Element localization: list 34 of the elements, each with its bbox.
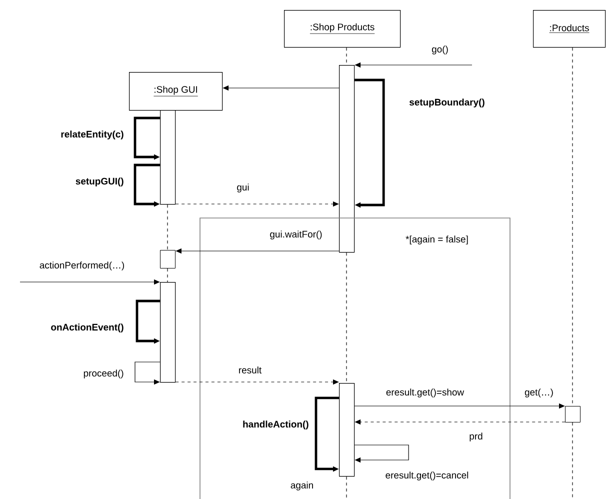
edge-label: handleAction() xyxy=(243,420,308,430)
edge-label: setupBoundary() xyxy=(409,98,484,108)
lifeline xyxy=(572,47,573,406)
activation-bar xyxy=(160,110,176,205)
lifeline xyxy=(572,422,573,499)
guard-label: again xyxy=(290,482,313,490)
edge-label: onActionEvent() xyxy=(51,324,124,332)
edge-label: gui xyxy=(237,184,249,192)
guard-label: eresult.get()=show xyxy=(386,388,464,398)
lifeline xyxy=(167,268,168,282)
edge-label: proceed() xyxy=(84,370,124,378)
edge-label: result xyxy=(239,366,262,374)
lifeline xyxy=(346,476,347,499)
edge-label: actionPerformed(…) xyxy=(40,262,124,270)
activation-box xyxy=(160,250,176,268)
edge-label: get(…) xyxy=(524,388,553,398)
object-box: :Products xyxy=(533,10,606,48)
activation-box xyxy=(565,406,580,422)
edge-label: setupGUI() xyxy=(76,178,124,186)
activation-bar xyxy=(160,282,176,383)
edge-label: relateEntity(c) xyxy=(61,130,124,140)
object-box: :Shop GUI xyxy=(129,72,223,111)
self-call-arrow xyxy=(354,444,409,463)
object-box: :Shop Products xyxy=(284,10,401,48)
guard-label: eresult.get()=cancel xyxy=(386,472,468,480)
lifeline xyxy=(346,47,347,66)
activation-bar xyxy=(339,65,355,253)
activation-bar xyxy=(339,383,355,477)
edge-label: go() xyxy=(432,46,448,54)
self-call-arrow xyxy=(354,78,385,208)
lifeline xyxy=(346,252,347,384)
edge-label: gui.waitFor() xyxy=(270,230,322,240)
edge-label: prd xyxy=(470,432,482,442)
lifeline xyxy=(167,204,168,250)
